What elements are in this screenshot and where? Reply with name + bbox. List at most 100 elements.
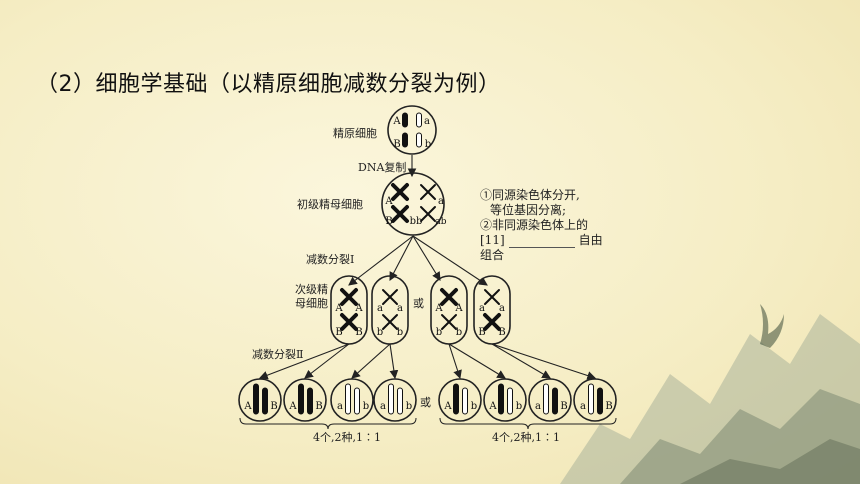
arrow: [491, 343, 597, 380]
gene-label: A: [288, 401, 297, 412]
sperm-cell: [483, 378, 527, 422]
chromosome: [298, 383, 304, 415]
chromosome: [354, 387, 360, 415]
chromosome: [597, 387, 603, 415]
chromosome: [483, 313, 501, 331]
gene-label: B: [498, 327, 505, 338]
label-secondary-1: 次级精: [295, 283, 328, 296]
sperm-cell: [330, 378, 374, 422]
gene-label: B: [393, 139, 400, 150]
gene-label: a: [438, 196, 444, 207]
gene-label: B: [478, 327, 485, 338]
chromosome: [462, 387, 468, 415]
arrow: [389, 343, 399, 380]
chromosome: [484, 289, 500, 305]
gene-label: B: [315, 401, 322, 412]
gene-label: ab: [435, 217, 446, 227]
note-suffix: 自由: [578, 233, 603, 247]
blank-number: [11]: [480, 233, 505, 247]
gene-label: a: [479, 303, 485, 314]
arrow: [351, 343, 391, 379]
chromosome: [507, 387, 513, 415]
gene-label: A: [354, 303, 363, 314]
arrow: [304, 343, 350, 379]
sperm-cell: [573, 378, 617, 422]
chromosome: [402, 132, 408, 148]
chromosome: [402, 112, 408, 128]
chromosome: [453, 383, 459, 415]
gene-label: b: [456, 327, 462, 338]
label-or-2: 或: [420, 396, 431, 409]
chromosome: [262, 387, 268, 415]
gene-label: A: [384, 196, 393, 207]
chromosome: [391, 183, 409, 201]
gene-label: a: [580, 401, 586, 412]
arrow: [491, 343, 551, 379]
gene-label: B: [335, 327, 342, 338]
chromosome: [340, 313, 358, 331]
gene-label: b: [516, 401, 522, 412]
gene-label: a: [337, 401, 343, 412]
gene-label: A: [434, 303, 443, 314]
annotation-note: ①同源染色体分开, 等位基因分离; ②非同源染色体上的 [11]自由 组合: [480, 188, 603, 263]
gene-label: b: [425, 139, 431, 150]
gene-label: B: [560, 401, 567, 412]
chromosome: [588, 383, 594, 415]
note-line-4: [11] 自由: [480, 233, 603, 248]
chromosome: [345, 383, 351, 415]
label-spermatogonium: 精原细胞: [333, 127, 377, 140]
chromosome: [416, 132, 422, 148]
note-line-3: ②非同源染色体上的: [480, 218, 589, 232]
chromosome: [382, 289, 398, 305]
label-dna-replication: DNA复制: [358, 161, 407, 174]
chromosome: [498, 383, 504, 415]
gene-label: A: [243, 401, 252, 412]
gene-label: A: [443, 401, 452, 412]
chromosome: [397, 387, 403, 415]
gene-label: B: [605, 401, 612, 412]
gene-label: A: [334, 303, 343, 314]
gene-label: b: [436, 327, 442, 338]
gene-label: B: [270, 401, 277, 412]
label-primary-spermatocyte: 初级精母细胞: [297, 198, 363, 211]
chromosome: [420, 206, 436, 222]
sperm-cell: [438, 378, 482, 422]
chromosome: [552, 387, 558, 415]
gene-label: a: [380, 401, 386, 412]
gene-label: a: [499, 303, 505, 314]
gene-label: b: [471, 401, 477, 412]
chromosome: [543, 383, 549, 415]
arrow: [448, 343, 462, 380]
sperm-cell: [528, 378, 572, 422]
gene-label: b: [397, 327, 403, 338]
arrow: [448, 343, 506, 379]
spermatogonium-cell: [387, 105, 437, 155]
arrow: [412, 235, 488, 286]
fill-blank: [508, 235, 575, 248]
arrow: [258, 343, 350, 380]
chromosome: [391, 205, 409, 223]
sperm-cell: [238, 378, 282, 422]
landscape-decoration: [560, 304, 860, 484]
note-line-1: ①同源染色体分开,: [480, 188, 580, 202]
chromosome: [440, 288, 458, 306]
chromosome: [388, 383, 394, 415]
chromosome: [253, 383, 259, 415]
gene-label: bb: [410, 216, 423, 227]
sperm-cell: [283, 378, 327, 422]
chromosome: [420, 184, 436, 200]
bracket: [239, 417, 417, 430]
label-or-1: 或: [413, 297, 424, 310]
gene-label: b: [363, 401, 369, 412]
chromosome: [382, 314, 398, 330]
arrow: [348, 235, 414, 286]
label-meiosis-2: 减数分裂Ⅱ: [252, 348, 304, 361]
arrow: [389, 235, 414, 281]
note-line-5: 组合: [480, 248, 505, 262]
chromosome: [416, 112, 422, 128]
chromosome: [340, 288, 358, 306]
arrow: [412, 235, 441, 281]
gene-label: a: [424, 116, 430, 127]
label-secondary-2: 母细胞: [295, 297, 328, 310]
